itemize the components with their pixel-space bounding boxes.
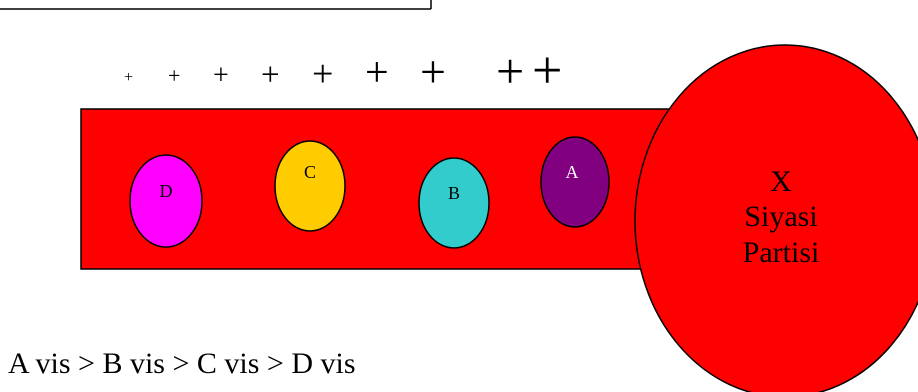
member-label-b: B [448,183,460,203]
party-label: X Siyasi Partisi [743,165,820,269]
member-b: B [418,157,490,249]
party-label-line: X [770,165,792,198]
member-a: A [540,136,610,228]
plus-sign: + [168,63,180,88]
plus-sign: + [532,40,562,100]
member-label-c: C [304,162,316,182]
member-c: C [274,140,346,232]
party-circle [634,44,918,392]
member-ellipse-a [540,136,610,228]
member-label-a: A [566,162,579,182]
member-ellipse-c [274,140,346,232]
plus-sign: + [365,50,389,96]
party-label-line: Partisi [743,236,820,269]
plus-sign-row: + + + + + + + + + [124,40,562,100]
member-ellipse-b [418,157,490,249]
member-d: D [129,154,203,248]
top-box [0,0,432,10]
plus-sign: + [261,57,280,93]
plus-sign: + [124,69,133,86]
plus-sign: + [420,46,446,97]
plus-sign: + [213,60,229,91]
member-label-d: D [160,181,173,201]
member-ellipse-d [129,154,203,248]
party-label-line: Siyasi [744,200,817,233]
ranking-caption: A vis > B vis > C vis > D vis [8,347,356,380]
plus-sign: + [312,53,333,95]
plus-sign: + [496,43,524,99]
